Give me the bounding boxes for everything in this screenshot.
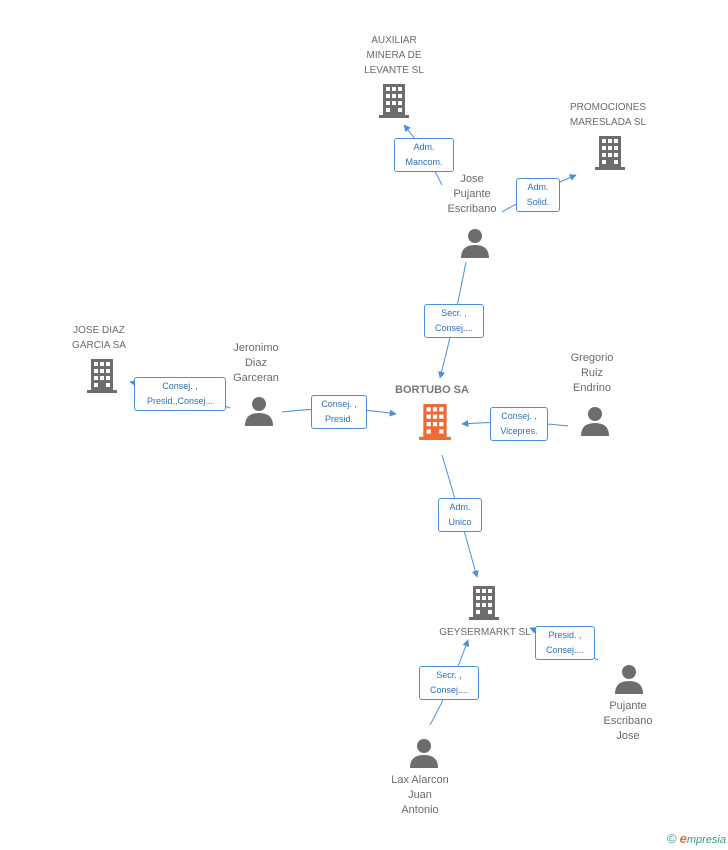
node-label-auxiliar: AUXILIAR MINERA DE LEVANTE SL	[364, 35, 424, 76]
building-icon[interactable]	[378, 84, 410, 118]
building-icon[interactable]	[418, 404, 452, 440]
relation-badge[interactable]: Adm. Solid.	[516, 178, 560, 212]
person-icon[interactable]	[409, 738, 439, 768]
node-label-promociones: PROMOCIONES MARESLADA SL	[569, 102, 647, 128]
building-icon[interactable]	[86, 359, 118, 393]
node-label-gregorio: Gregorio Ruiz Endrino	[570, 352, 614, 394]
relation-badge[interactable]: Secr. , Consej....	[419, 666, 479, 700]
relation-badge[interactable]: Consej. , Vicepres.	[490, 407, 548, 441]
relation-badge[interactable]: Adm. Mancom.	[394, 138, 454, 172]
brand-name: mpresia	[686, 834, 726, 846]
person-icon[interactable]	[244, 396, 274, 426]
brand-initial: e	[679, 831, 687, 846]
node-label-geysermarkt: GEYSERMARKT SL	[439, 627, 531, 638]
person-icon[interactable]	[614, 664, 644, 694]
relation-badge[interactable]: Consej. , Presid.,Consej...	[134, 377, 226, 411]
relation-badge[interactable]: Consej. , Presid.	[311, 395, 367, 429]
node-label-jose-pujante: Jose Pujante Escribano	[447, 173, 497, 215]
building-icon[interactable]	[594, 136, 626, 170]
copyright-symbol: ©	[666, 831, 677, 846]
node-label-jose-diaz: JOSE DIAZ GARCIA SA	[72, 325, 126, 351]
node-label-lax: Lax Alarcon Juan Antonio	[391, 774, 449, 816]
node-label-pujante-jose: Pujante Escribano Jose	[603, 700, 653, 742]
relation-badge[interactable]: Presid. , Consej....	[535, 626, 595, 660]
person-icon[interactable]	[460, 228, 490, 258]
person-icon[interactable]	[580, 406, 610, 436]
building-icon[interactable]	[468, 586, 500, 620]
relation-badge[interactable]: Adm. Unico	[438, 498, 482, 532]
relation-badge[interactable]: Secr. , Consej....	[424, 304, 484, 338]
brand-footer[interactable]: © empresia	[667, 831, 726, 846]
node-label-jeronimo: Jeronimo Diaz Garceran	[233, 342, 279, 384]
node-label-bortubo: BORTUBO SA	[395, 384, 469, 396]
